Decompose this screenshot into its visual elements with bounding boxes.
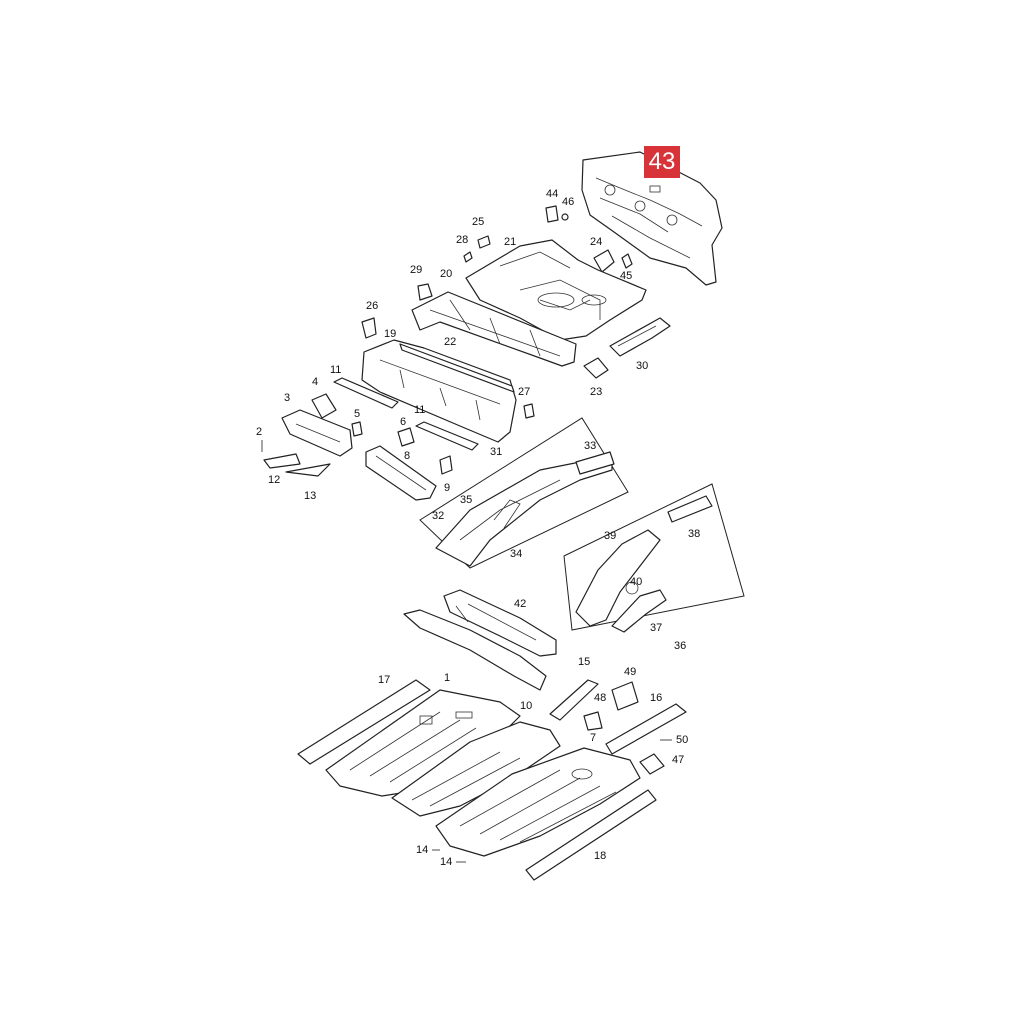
part-5-bracket xyxy=(351,421,363,437)
part-10-tunnel xyxy=(391,721,561,817)
part-49-bracket xyxy=(611,681,639,711)
part-42-rail xyxy=(403,589,557,691)
callout-48: 48 xyxy=(594,692,607,704)
callout-33: 33 xyxy=(584,440,597,452)
part-45-clip xyxy=(621,253,633,269)
highlight-badge-43: 43 xyxy=(644,146,680,178)
callout-32: 32 xyxy=(432,510,445,522)
callout-18: 18 xyxy=(594,850,607,862)
callout-49: 49 xyxy=(624,666,637,678)
callout-30: 30 xyxy=(636,360,649,372)
callout-9: 9 xyxy=(444,482,451,494)
part-18-sill xyxy=(525,789,657,881)
callout-25: 25 xyxy=(472,216,485,228)
part-16-member xyxy=(605,703,687,755)
callout-11-upper: 11 xyxy=(330,364,342,376)
part-8-member xyxy=(365,445,437,501)
part-47-bracket xyxy=(639,753,665,775)
part-13-plate xyxy=(285,463,331,477)
part-43-rear-panel xyxy=(581,151,723,286)
callout-6: 6 xyxy=(400,416,407,428)
callout-5: 5 xyxy=(354,408,361,420)
callout-7: 7 xyxy=(590,732,597,744)
part-46-bolt xyxy=(561,213,569,221)
callout-19: 19 xyxy=(384,328,397,340)
part-21-rear-floor xyxy=(465,239,647,341)
callout-10: 10 xyxy=(520,700,533,712)
part-7-floor xyxy=(435,747,641,857)
callout-21: 21 xyxy=(504,236,517,248)
callout-14-b: 14 xyxy=(440,856,453,868)
callout-45: 45 xyxy=(620,270,633,282)
callout-20: 20 xyxy=(440,268,453,280)
callout-26: 26 xyxy=(366,300,379,312)
callout-46: 46 xyxy=(562,196,575,208)
part-11-lower xyxy=(415,421,479,451)
callout-4: 4 xyxy=(312,376,319,388)
callout-36: 36 xyxy=(674,640,687,652)
part-4-bracket xyxy=(311,393,337,419)
callout-39: 39 xyxy=(604,530,617,542)
callout-29: 29 xyxy=(410,264,423,276)
callout-13: 13 xyxy=(304,490,317,502)
part-11-upper xyxy=(333,377,399,409)
part-6-bracket xyxy=(397,427,415,447)
part-27-clip xyxy=(523,403,535,419)
part-19-crossmember xyxy=(361,339,517,443)
part-1-front-floor xyxy=(325,689,521,797)
callout-24: 24 xyxy=(590,236,603,248)
part-22-rail xyxy=(399,343,515,393)
callout-14-a: 14 xyxy=(416,844,429,856)
part-9-bracket xyxy=(439,455,453,475)
callout-35: 35 xyxy=(460,494,473,506)
part-20-crossmember xyxy=(411,291,577,367)
callout-23: 23 xyxy=(590,386,603,398)
callout-37: 37 xyxy=(650,622,663,634)
callout-40: 40 xyxy=(630,576,643,588)
callout-42: 42 xyxy=(514,598,527,610)
part-23-bracket xyxy=(583,357,609,379)
callout-28: 28 xyxy=(456,234,469,246)
part-48-bracket xyxy=(583,711,603,731)
callout-15: 15 xyxy=(578,656,591,668)
callout-22: 22 xyxy=(444,336,457,348)
callout-50: 50 xyxy=(676,734,689,746)
box-31-side-member-set xyxy=(419,417,629,569)
callout-3: 3 xyxy=(284,392,291,404)
part-26-bracket xyxy=(361,317,377,339)
callout-8: 8 xyxy=(404,450,411,462)
part-15-member xyxy=(549,679,599,721)
part-30-member xyxy=(609,317,671,357)
callout-47: 47 xyxy=(672,754,685,766)
callout-16: 16 xyxy=(650,692,663,704)
callout-31: 31 xyxy=(490,446,503,458)
part-25-bracket xyxy=(477,235,491,249)
part-44-bracket xyxy=(545,205,559,223)
callout-11-lower: 11 xyxy=(414,404,426,416)
part-28-clip xyxy=(463,251,473,263)
part-3-bracket xyxy=(281,409,353,457)
callout-2: 2 xyxy=(256,426,263,438)
callout-44: 44 xyxy=(546,188,559,200)
part-17-sill xyxy=(297,679,431,765)
box-36-side-member-set xyxy=(563,483,745,633)
callout-27: 27 xyxy=(518,386,531,398)
callout-1: 1 xyxy=(444,672,451,684)
callout-38: 38 xyxy=(688,528,701,540)
part-29-bracket xyxy=(417,283,433,301)
callout-17: 17 xyxy=(378,674,391,686)
callout-12: 12 xyxy=(268,474,281,486)
part-24-bracket xyxy=(593,249,615,273)
callout-34: 34 xyxy=(510,548,523,560)
part-12-plate xyxy=(263,453,301,469)
